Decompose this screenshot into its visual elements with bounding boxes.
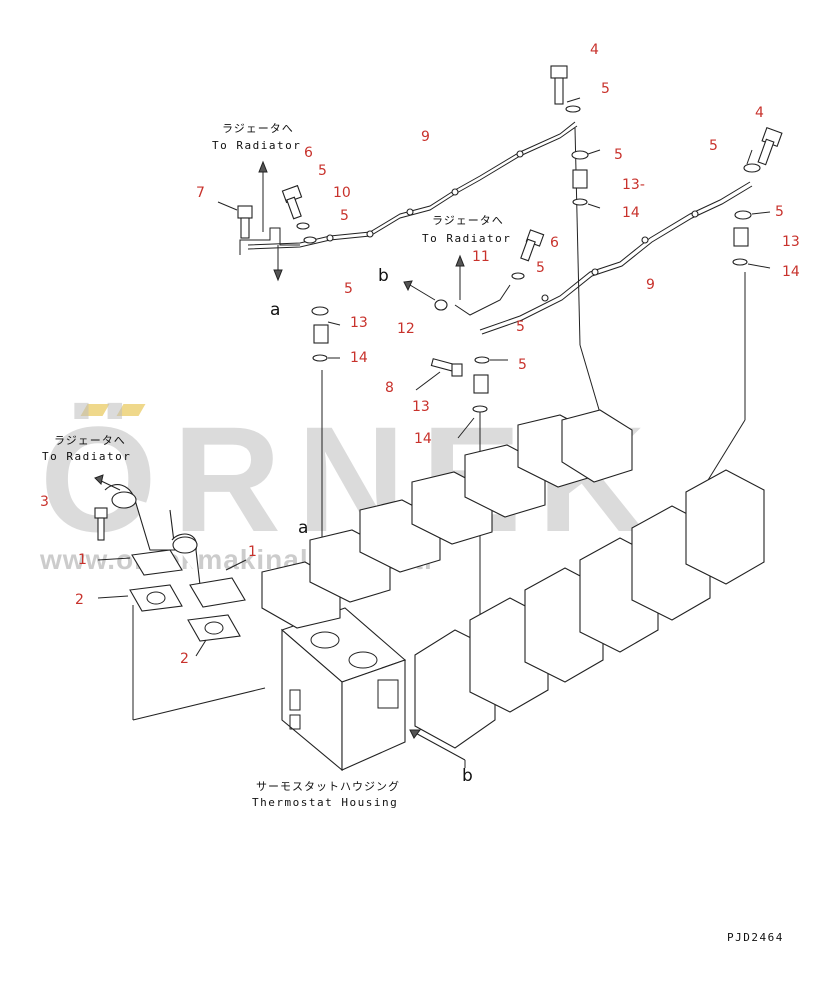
callout-13: 13 [412,399,430,415]
cylinder-heads-lower-row [414,469,765,749]
callout-1: 1 [78,552,87,568]
callout-4: 4 [590,42,599,58]
callout-11: 11 [472,249,490,265]
callout-1: 1 [248,544,257,560]
pipe-9-upper [247,121,576,246]
callout-13: 13- [622,177,645,193]
callout-5: 5 [344,281,353,297]
thermostat-housing [280,607,407,772]
callout-7: 7 [196,185,205,201]
ref-b: b [378,266,389,286]
callout-10: 10 [333,185,351,201]
ref-b: b [462,766,473,786]
callout-12: 12 [397,321,415,337]
callout-13: 13 [350,315,368,331]
callout-5: 5 [614,147,623,163]
callout-2: 2 [75,592,84,608]
callout-5: 5 [518,357,527,373]
callout-5: 5 [318,163,327,179]
callout-4: 4 [755,105,764,121]
drawing-code: PJD2464 [727,931,784,944]
bolt-4-far-right [757,126,783,166]
label-to-radiator-en: To Radiator [212,139,302,152]
callout-5: 5 [516,319,525,335]
ref-a: a [298,518,309,538]
callout-9: 9 [421,129,430,145]
callout-8: 8 [385,380,394,396]
label-to-radiator-jp: ラジェータへ [222,122,294,135]
callout-13: 13 [782,234,800,250]
callout-9: 9 [646,277,655,293]
callout-5: 5 [340,208,349,224]
label-thermostat-en: Thermostat Housing [252,796,399,809]
callout-3: 3 [40,494,49,510]
callout-6: 6 [304,145,313,161]
callout-14: 14 [350,350,368,366]
label-to-radiator-jp: ラジェータへ [432,214,504,227]
callout-2: 2 [180,651,189,667]
callout-14: 14 [414,431,432,447]
pipe-9-right [479,181,751,331]
callout-6: 6 [550,235,559,251]
label-to-radiator-en: To Radiator [42,450,132,463]
pipe-9-right-edge [481,185,753,335]
callout-14: 14 [782,264,800,280]
pipe-9-upper-edge [247,125,578,250]
callout-5: 5 [536,260,545,276]
pipe-clamps [326,150,699,302]
callout-5: 5 [601,81,610,97]
label-to-radiator-jp: ラジェータへ [54,434,126,447]
ref-a: a [270,300,281,320]
bolt-4-upper-right [550,65,568,105]
callout-5: 5 [709,138,718,154]
callout-14: 14 [622,205,640,221]
cylinder-heads-upper-row [261,409,633,629]
callout-5: 5 [775,204,784,220]
label-thermostat-jp: サーモスタットハウジング [256,780,400,793]
label-to-radiator-en: To Radiator [422,232,512,245]
